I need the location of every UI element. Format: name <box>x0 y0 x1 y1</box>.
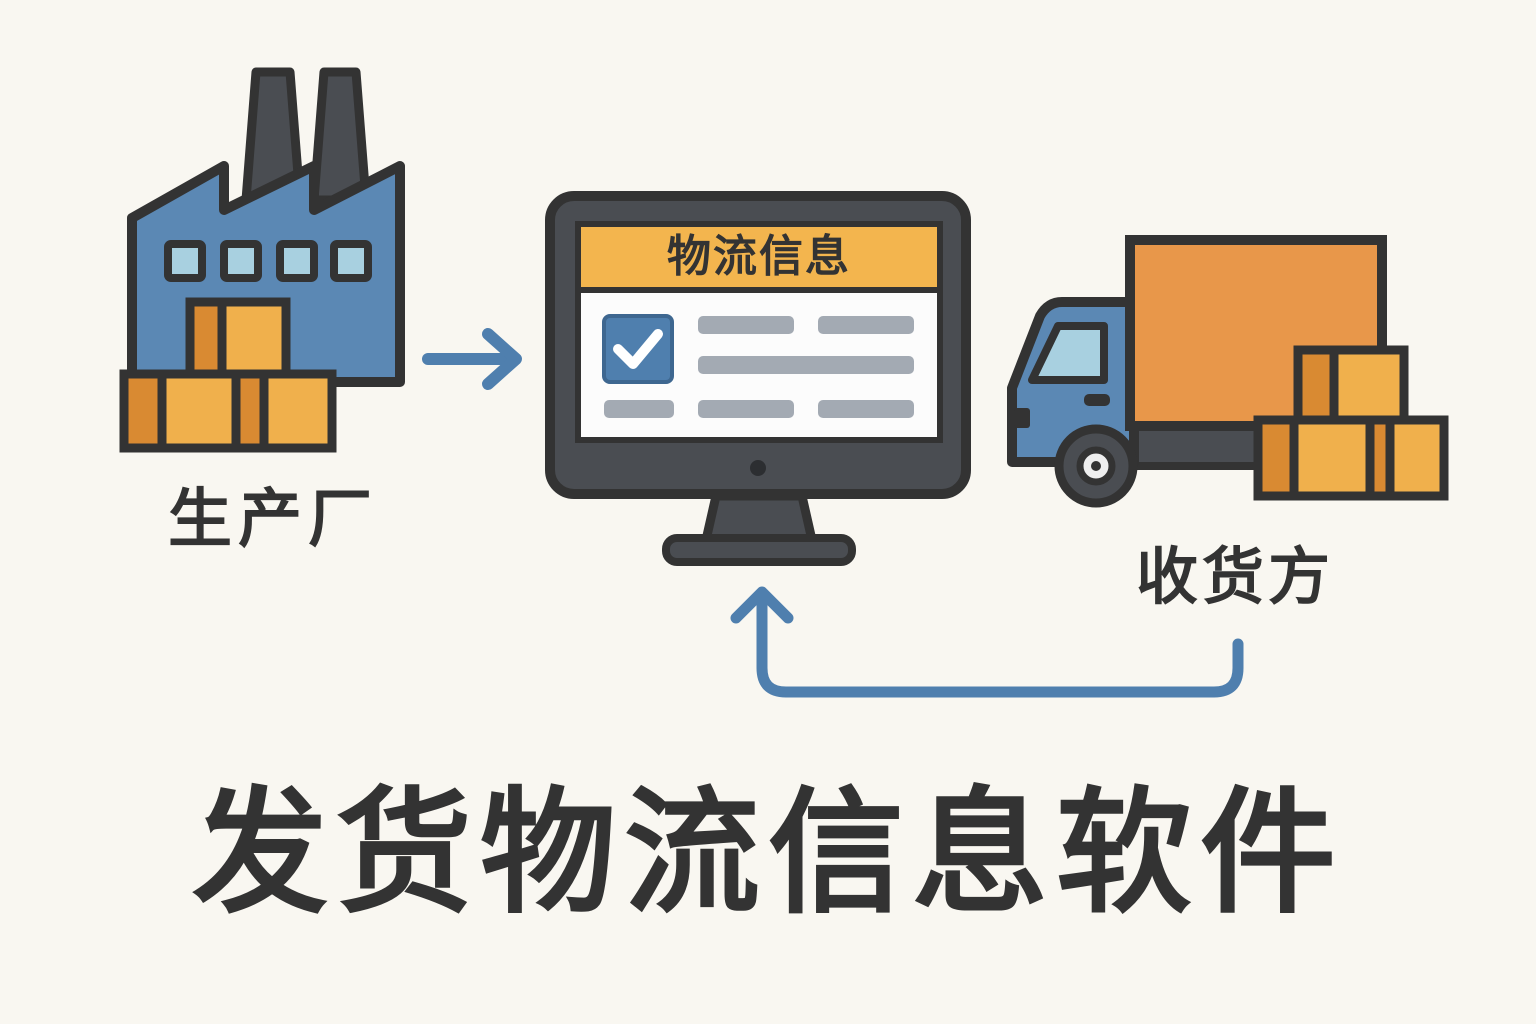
arrow-receiver-to-software <box>730 586 1244 698</box>
monitor-icon <box>545 191 971 566</box>
checkbox-checked-icon <box>602 314 674 384</box>
monitor-neck <box>701 491 817 545</box>
factory-boxes <box>119 297 337 453</box>
truck-wheel <box>1054 424 1138 508</box>
chimney-right <box>309 67 371 205</box>
truck-icon <box>1007 235 1449 508</box>
truck-boxes <box>1253 345 1449 501</box>
truck-window <box>1028 322 1108 384</box>
monitor-power-dot <box>750 460 766 476</box>
page-title: 发货物流信息软件 <box>192 775 1344 933</box>
monitor-base <box>662 534 856 566</box>
screen-header-bar <box>575 221 943 293</box>
screen-title: 物流信息 <box>667 231 851 282</box>
truck-headlight <box>1014 408 1030 428</box>
factory-label: 生产厂 <box>168 483 378 557</box>
factory-windows <box>164 240 372 282</box>
truck-door-handle <box>1084 394 1110 406</box>
factory-icon <box>119 67 405 453</box>
screen-placeholder-lines <box>604 316 914 418</box>
receiver-label: 收货方 <box>1136 540 1335 613</box>
arrow-factory-to-software <box>422 328 522 390</box>
